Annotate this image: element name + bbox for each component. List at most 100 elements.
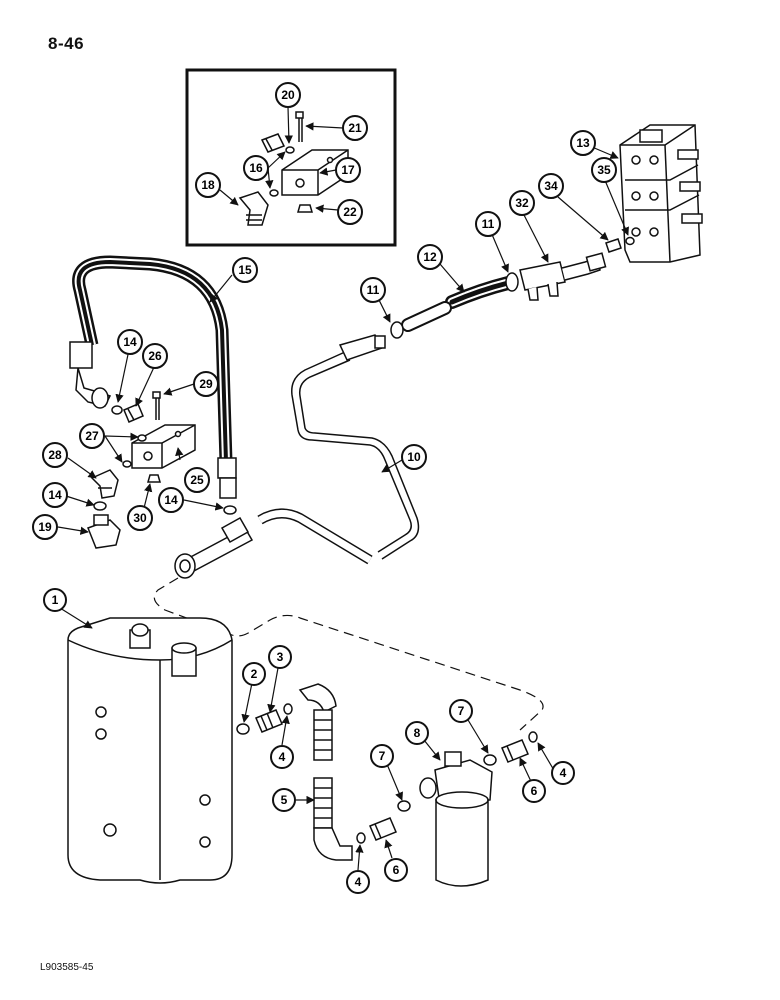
- svg-text:6: 6: [393, 863, 400, 877]
- o-ring-14-left: [93, 501, 107, 511]
- callout-13: 13: [570, 130, 596, 156]
- callout-18: 18: [195, 172, 221, 198]
- callout-12: 12: [417, 244, 443, 270]
- adapter-3: [255, 709, 283, 733]
- callout-6b: 6: [522, 779, 546, 803]
- callout-5: 5: [272, 788, 296, 812]
- svg-text:13: 13: [576, 136, 590, 150]
- svg-text:4: 4: [560, 766, 567, 780]
- adapter-6-upper: [501, 739, 529, 763]
- svg-text:3: 3: [277, 650, 284, 664]
- tee-19: [87, 514, 121, 549]
- filter-8: [419, 751, 493, 887]
- svg-text:34: 34: [544, 179, 558, 193]
- callout-21: 21: [342, 115, 368, 141]
- callout-16: 16: [243, 155, 269, 181]
- svg-text:2: 2: [251, 667, 258, 681]
- svg-text:5: 5: [281, 793, 288, 807]
- callout-4a: 4: [270, 745, 294, 769]
- block-25: [131, 424, 196, 469]
- callout-6a: 6: [384, 858, 408, 882]
- svg-text:14: 14: [164, 493, 178, 507]
- hose-15-end-upper: [69, 341, 112, 409]
- o-ring-27-b: [122, 460, 132, 468]
- svg-text:32: 32: [515, 196, 529, 210]
- callout-25: 25: [184, 467, 210, 493]
- svg-text:12: 12: [423, 250, 437, 264]
- return-line-dashed: [153, 577, 544, 731]
- o-ring-4-upper: [283, 703, 293, 715]
- callout-14c: 14: [158, 487, 184, 513]
- svg-text:1: 1: [52, 593, 59, 607]
- o-ring-4-right: [528, 731, 538, 743]
- svg-text:17: 17: [341, 163, 355, 177]
- fitting-34: [605, 238, 622, 253]
- callout-4b: 4: [346, 870, 370, 894]
- svg-text:11: 11: [367, 283, 380, 297]
- callout-22: 22: [337, 199, 363, 225]
- callout-3: 3: [268, 645, 292, 669]
- svg-text:22: 22: [343, 205, 357, 219]
- o-ring-7-lower: [397, 800, 411, 812]
- svg-text:14: 14: [123, 335, 137, 349]
- clamp-11-lower: [390, 321, 404, 339]
- callout-26: 26: [142, 343, 168, 369]
- callout-35: 35: [591, 157, 617, 183]
- callout-14b: 14: [42, 482, 68, 508]
- bolt-29: [152, 391, 161, 420]
- o-ring-4-lower: [356, 832, 366, 844]
- o-ring-2: [236, 723, 250, 735]
- svg-text:4: 4: [355, 875, 362, 889]
- callout-7b: 7: [370, 744, 394, 768]
- callout-17: 17: [335, 157, 361, 183]
- o-ring-27-a: [137, 434, 147, 442]
- callout-11a: 11: [475, 211, 501, 237]
- callout-30: 30: [127, 505, 153, 531]
- callout-15: 15: [232, 257, 258, 283]
- svg-text:4: 4: [279, 750, 286, 764]
- callout-1: 1: [43, 588, 67, 612]
- tee-fitting: [519, 252, 607, 301]
- inset-elbow: [238, 189, 279, 226]
- svg-text:7: 7: [458, 704, 465, 718]
- svg-text:26: 26: [148, 349, 162, 363]
- elbow-28: [90, 469, 119, 499]
- callout-2: 2: [242, 662, 266, 686]
- callout-7a: 7: [449, 699, 473, 723]
- svg-text:7: 7: [379, 749, 386, 763]
- o-ring-14-upper: [111, 405, 123, 415]
- suction-hose: [298, 683, 353, 861]
- control-valve: [619, 124, 703, 263]
- callouts: 1 2 3 4 4 4 5 6 6 7 7 8 10 11 11 12 13 1…: [32, 82, 617, 894]
- callout-4c: 4: [551, 761, 575, 785]
- svg-text:20: 20: [281, 88, 295, 102]
- adapter-6-lower: [369, 817, 397, 841]
- hose-15-end-lower: [217, 457, 237, 499]
- o-ring-35: [625, 236, 635, 246]
- callout-34: 34: [538, 173, 564, 199]
- svg-text:10: 10: [407, 450, 421, 464]
- return-tee: [174, 516, 254, 579]
- svg-text:25: 25: [190, 473, 204, 487]
- callout-19: 19: [32, 514, 58, 540]
- svg-text:29: 29: [199, 377, 213, 391]
- callout-14a: 14: [117, 329, 143, 355]
- svg-text:27: 27: [85, 429, 99, 443]
- callout-32: 32: [509, 190, 535, 216]
- callout-29: 29: [193, 371, 219, 397]
- hydraulic-tank: [67, 617, 233, 884]
- plug-30: [147, 474, 161, 483]
- reference-code: L903585-45: [40, 962, 94, 973]
- o-ring-7-upper: [483, 754, 497, 766]
- svg-text:16: 16: [249, 161, 263, 175]
- tube-10-fitting: [338, 334, 386, 361]
- callout-20: 20: [275, 82, 301, 108]
- svg-text:19: 19: [38, 520, 52, 534]
- callout-10: 10: [401, 444, 427, 470]
- inset-bolt: [295, 111, 304, 142]
- svg-text:14: 14: [48, 488, 62, 502]
- callout-28: 28: [42, 442, 68, 468]
- svg-text:18: 18: [201, 178, 215, 192]
- inset-adapter: [260, 133, 295, 154]
